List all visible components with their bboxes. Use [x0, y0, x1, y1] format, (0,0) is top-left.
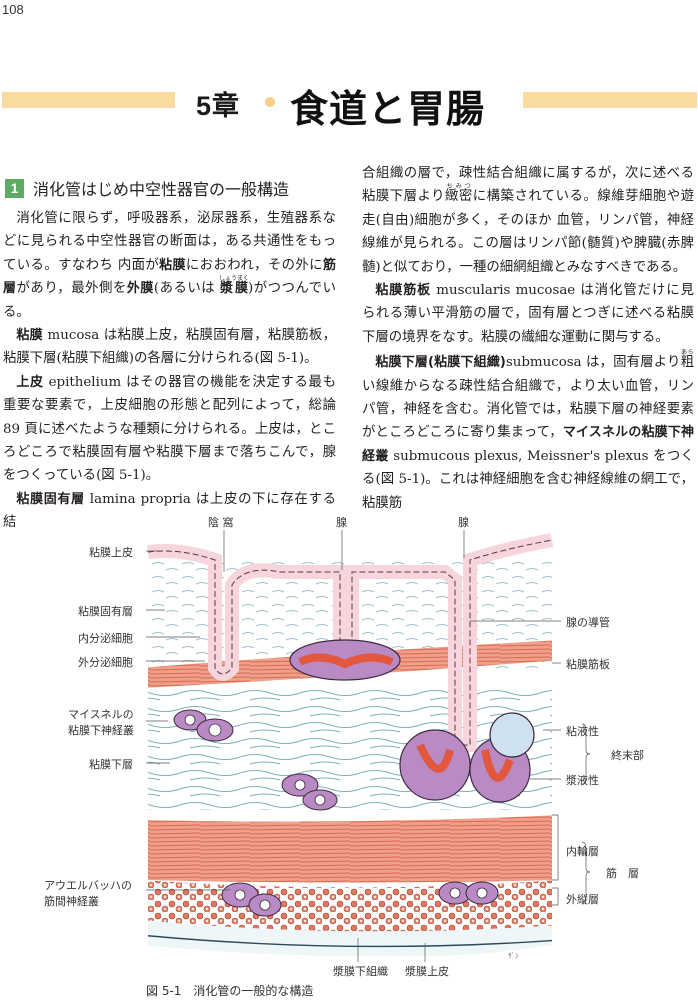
chapter-title: 食道と胃腸: [290, 86, 486, 131]
label-endocrine-cell: 内分泌細胞: [78, 632, 133, 645]
svg-text:ｻﾞﾝ: ｻﾞﾝ: [508, 952, 519, 960]
chapter-number: 5章: [196, 91, 241, 121]
term-muscle-layer: 筋層: [3, 257, 336, 297]
label-exocrine-cell: 外分泌細胞: [78, 656, 133, 669]
histology-illustration: ｻﾞﾝ: [146, 530, 591, 962]
text: epithelium はその器官の機能を決定する最も重要な要素で，上皮細胞の形態…: [3, 374, 336, 484]
term-mucosa: 粘膜: [159, 257, 186, 273]
label-mucosal-epithelium: 粘膜上皮: [89, 546, 133, 559]
text: lamina propria は上皮の下に存在する結: [3, 491, 336, 531]
label-terminal-portion: 終末部: [611, 749, 644, 762]
chapter-dot-icon: [265, 97, 275, 107]
caption-text: 消化管の一般的な構造: [193, 984, 314, 998]
label-mucous: 粘液性: [566, 725, 599, 738]
text: い線維からなる疎性結合組織で，より太い血管，リンパ管，神経を含む。消化管では，粘…: [362, 378, 694, 441]
chapter-header: 5章 食道と胃腸: [0, 82, 698, 131]
text: に構築されている。線維芽細胞や遊走(自由)細胞が多く，そのほか 血管，リンパ管，…: [362, 189, 695, 275]
term-lamina-propria: 粘膜固有層: [16, 491, 85, 507]
furigana: あら: [680, 349, 694, 357]
label-muscularis-mucosae: 粘膜筋板: [566, 658, 610, 671]
chapter-bar-left: [2, 92, 175, 108]
text: (あるいは: [153, 281, 220, 297]
section-title: 消化管はじめ中空性器官の一般構造: [33, 180, 290, 199]
text: 合組織の層で，疎性結合組織に属するが，次に述べる粘膜下層より: [362, 166, 694, 205]
right-column: 合組織の層で，疎性結合組織に属するが，次に述べる粘膜下層より緻密ちみつに構築され…: [362, 162, 694, 515]
term-submucosa: 粘膜下層(粘膜下組織): [375, 355, 506, 371]
caption-number: 図 5-1: [146, 984, 182, 998]
paragraph-lamina-propria: 粘膜固有層 lamina propria は上皮の下に存在する結: [3, 488, 336, 535]
term-meissner-plexus: マイスネルの粘膜下神経叢: [362, 425, 694, 464]
term-dense: 緻密ちみつ: [445, 183, 473, 205]
label-gland-1: 腺: [336, 516, 347, 529]
label-serosa-epithelium: 漿膜上皮: [405, 965, 449, 978]
term-coarse: 粗あら: [680, 349, 694, 371]
paragraph-muscularis-mucosae: 粘膜筋板 muscularis mucosae は消化管だけに見られる薄い平滑筋…: [362, 279, 694, 349]
figure-caption: 図 5-1 消化管の一般的な構造: [146, 982, 313, 999]
paragraph-submucosa: 粘膜下層(粘膜下組織)submucosa は，固有層より粗あらい線維からなる疎性…: [362, 349, 694, 515]
page-number: 108: [2, 2, 24, 17]
text: )がつつんでいる。: [3, 281, 336, 320]
label-gland-2: 腺: [458, 516, 469, 529]
section-heading: 1 消化管はじめ中空性器官の一般構造: [5, 176, 289, 200]
text: mucosa は粘膜上皮，粘膜固有層，粘膜筋板，粘膜下層(粘膜下組織)の各層に分…: [3, 328, 336, 367]
label-meissner-line1: マイスネルの: [68, 708, 134, 721]
label-serous: 漿液性: [566, 774, 599, 787]
label-muscle-layer: 筋 層: [606, 867, 639, 880]
term-mucosa: 粘膜: [16, 328, 43, 344]
text: 消化管に限らず，呼吸器系，泌尿器系，生殖器系などに見られる中空性器官の断面は，あ…: [3, 211, 336, 273]
figure-5-1: ｻﾞﾝ 陰 窩 腺 腺 粘膜上皮 粘膜固有層 内分泌細胞 外分泌細胞 マイスネル…: [0, 505, 698, 978]
paragraph-hollow-organs: 消化管に限らず，呼吸器系，泌尿器系，生殖器系などに見られる中空性器官の断面は，あ…: [3, 207, 336, 324]
paragraph-mucosa: 粘膜 mucosa は粘膜上皮，粘膜固有層，粘膜筋板，粘膜下層(粘膜下組織)の各…: [3, 324, 336, 371]
term-serosa: 漿膜しょうまく: [218, 275, 249, 297]
label-auerbach-line2: 筋間神経叢: [44, 895, 99, 908]
text: におおわれ，その外に: [185, 257, 323, 273]
text: submucous plexus, Meissner's plexus をつくる…: [362, 448, 694, 511]
furigana: しょうまく: [218, 275, 249, 283]
chapter-bar-right: [523, 92, 697, 108]
text: があり，最外側を: [16, 281, 127, 297]
term-muscularis-mucosae: 粘膜筋板: [375, 283, 432, 299]
furigana: ちみつ: [445, 183, 473, 191]
label-crypt: 陰 窩: [208, 516, 234, 529]
text: muscularis mucosae は消化管だけに見られる薄い平滑筋の層で，固…: [362, 283, 694, 345]
label-auerbach-line1: アウエルバッハの: [44, 879, 132, 892]
term-adventitia: 外膜: [126, 281, 154, 297]
term-dense-text: 緻密: [445, 189, 473, 205]
label-inner-circular-layer: 内輪層: [566, 845, 599, 858]
section-number-badge: 1: [5, 178, 24, 198]
label-subserosa: 漿膜下組織: [333, 965, 388, 978]
label-lamina-propria: 粘膜固有層: [78, 605, 133, 618]
paragraph-epithelium: 上皮 epithelium はその器官の機能を決定する最も重要な要素で，上皮細胞…: [3, 371, 336, 488]
term-epithelium: 上皮: [16, 374, 44, 390]
left-column: 消化管に限らず，呼吸器系，泌尿器系，生殖器系などに見られる中空性器官の断面は，あ…: [3, 207, 336, 535]
label-gland-duct: 腺の導管: [566, 616, 610, 629]
term-coarse-text: 粗: [680, 355, 694, 371]
label-outer-longitudinal-layer: 外縦層: [566, 893, 599, 906]
label-meissner-line2: 粘膜下神経叢: [68, 724, 134, 737]
term-serosa-text: 漿膜: [218, 281, 249, 297]
paragraph-lamina-propria-cont: 合組織の層で，疎性結合組織に属するが，次に述べる粘膜下層より緻密ちみつに構築され…: [362, 162, 694, 279]
text: submucosa は，固有層より: [505, 355, 681, 371]
label-submucosa: 粘膜下層: [89, 758, 133, 771]
